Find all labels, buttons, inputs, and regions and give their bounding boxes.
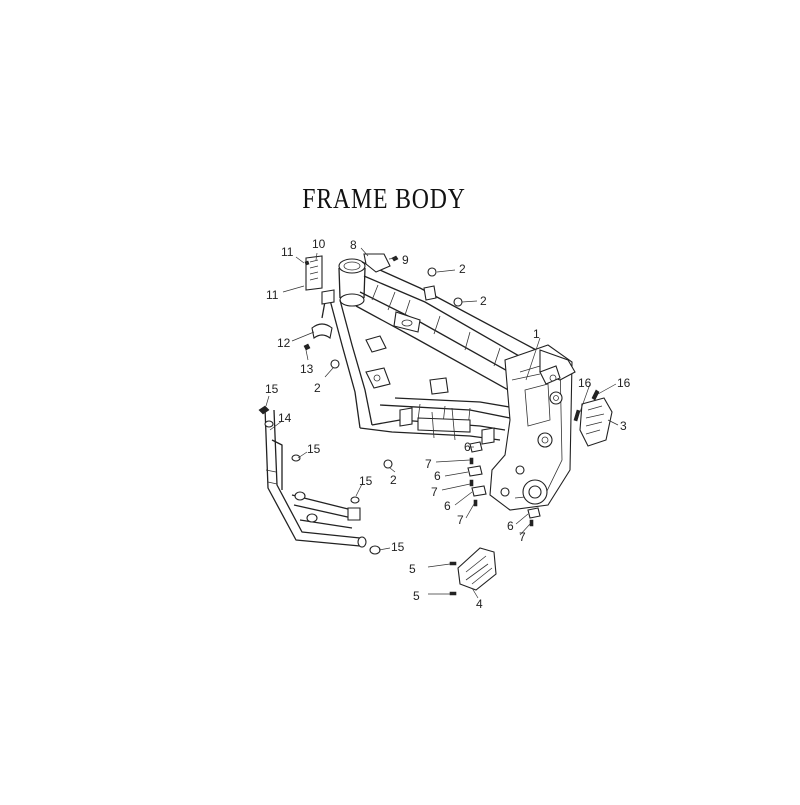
callout-9: 9 [402,253,409,267]
callout-1: 1 [533,327,540,341]
callout-2-lower: 2 [390,473,397,487]
callout-numbers: 1 2 2 2 2 3 4 5 5 6 6 6 6 7 7 7 7 8 9 10… [265,237,631,611]
bracket-8-and-screw-9 [363,253,399,273]
callout-13: 13 [300,362,314,376]
callout-15-top: 15 [265,382,279,396]
callout-7-b: 7 [431,485,438,499]
clips-and-bolts [467,441,541,527]
callout-6-b: 6 [434,469,441,483]
callout-14: 14 [278,411,292,425]
callout-15-bottom: 15 [391,540,405,554]
callout-7-a: 7 [425,457,432,471]
guard-fasteners [258,405,381,555]
diagram-title: FRAME BODY [302,183,466,215]
steering-stop-parts [303,255,335,351]
leader-lines [265,247,619,599]
engine-guard-bar [264,407,367,548]
callout-6-a: 6 [464,440,471,454]
callout-2-spar: 2 [480,294,487,308]
callout-11-lower: 11 [266,288,279,302]
callout-16-right: 16 [617,376,631,390]
callout-6-d: 6 [507,519,514,533]
side-plate-3 [573,389,613,447]
callout-5-lower: 5 [413,589,420,603]
callout-7-d: 7 [519,530,526,544]
callout-2-upper: 2 [459,262,466,276]
callout-11-upper: 11 [281,245,294,259]
callout-3: 3 [620,419,627,433]
callout-5-upper: 5 [409,562,416,576]
callout-10: 10 [312,237,326,251]
callout-15-right: 15 [359,474,373,488]
callout-8: 8 [350,238,357,252]
callout-16-left: 16 [578,376,592,390]
callout-15-mid: 15 [307,442,321,456]
callout-12: 12 [277,336,291,350]
side-plate-4 [449,547,497,596]
callout-4: 4 [476,597,483,611]
main-frame [321,258,576,511]
callout-2-downtube: 2 [314,381,321,395]
callout-6-c: 6 [444,499,451,513]
callout-7-c: 7 [457,513,464,527]
